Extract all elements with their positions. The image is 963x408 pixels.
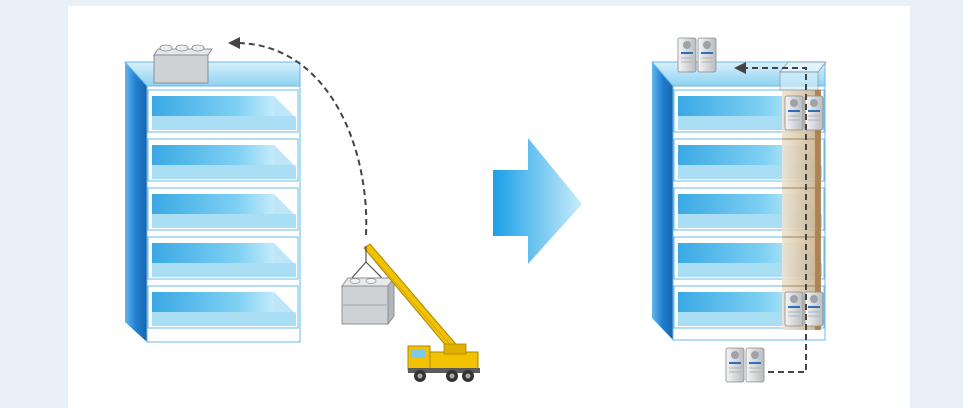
lift-path-arrowhead [228, 37, 240, 49]
install-route-line [742, 67, 807, 373]
roof-block-icon [153, 44, 213, 84]
lift-path-line [237, 42, 368, 236]
install-route-arrowhead [734, 62, 746, 74]
vrf-outdoor-unit-icon [725, 347, 765, 383]
hanging-block-icon [341, 250, 395, 326]
left-building-icon [123, 61, 301, 343]
crane-truck-icon [363, 243, 480, 382]
right-arrow-icon [493, 138, 582, 264]
